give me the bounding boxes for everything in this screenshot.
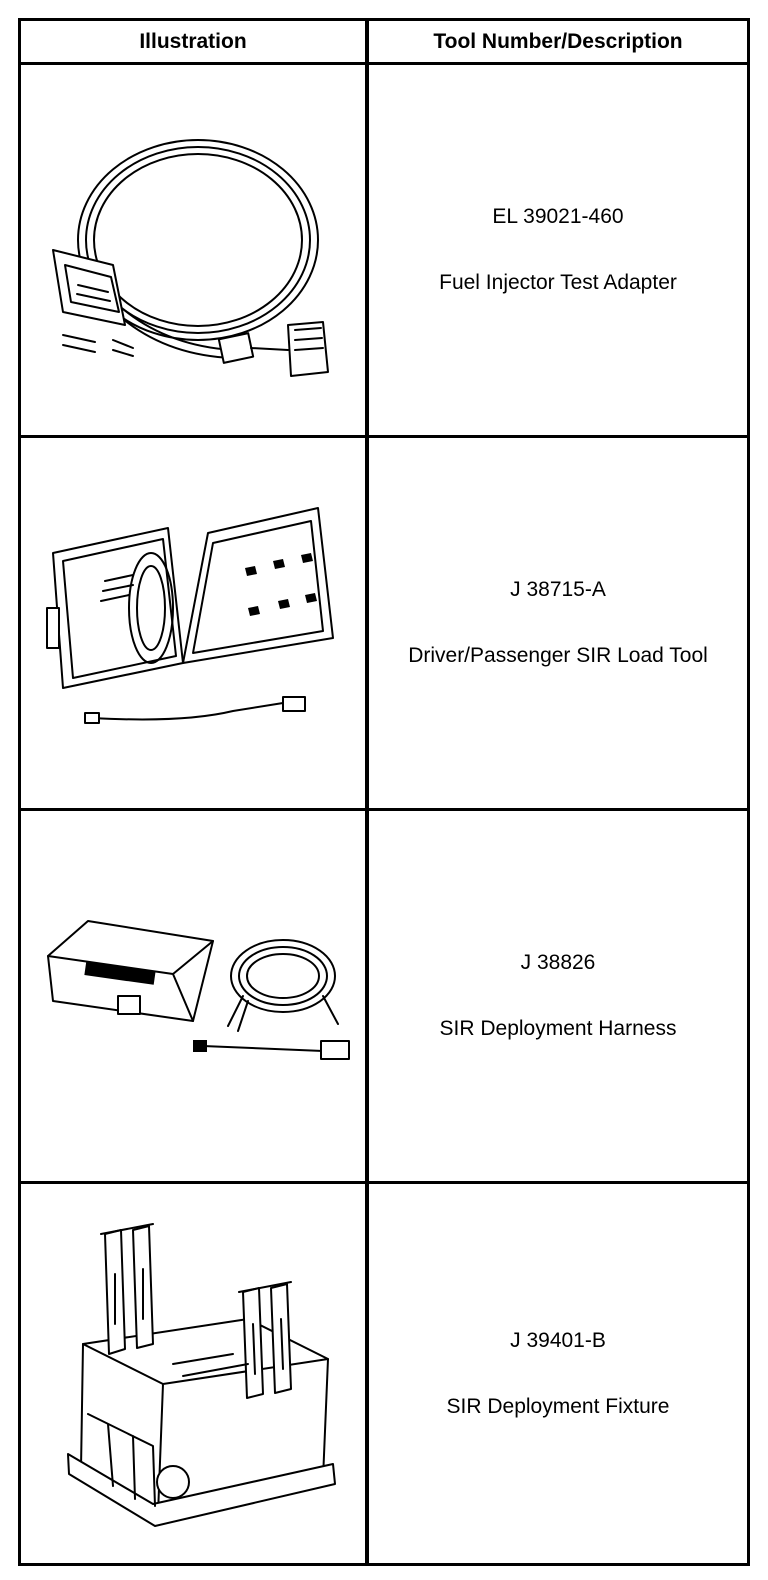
table-row: J 38826 SIR Deployment Harness <box>21 811 747 1184</box>
table-header: Illustration Tool Number/Description <box>21 21 747 65</box>
deployment-fixture-icon <box>21 1184 365 1563</box>
table-row: EL 39021-460 Fuel Injector Test Adapter <box>21 65 747 438</box>
description-cell: EL 39021-460 Fuel Injector Test Adapter <box>369 65 747 435</box>
case-tool-icon <box>21 438 365 808</box>
column-divider <box>365 21 369 1563</box>
header-illustration: Illustration <box>139 29 247 53</box>
description-cell: J 39401-B SIR Deployment Fixture <box>369 1184 747 1563</box>
tool-name: Fuel Injector Test Adapter <box>439 271 677 294</box>
harness-kit-icon <box>21 811 365 1181</box>
tool-table: Illustration Tool Number/Description <box>18 18 750 1566</box>
header-description: Tool Number/Description <box>433 29 683 53</box>
tool-number: J 38715-A <box>510 578 606 601</box>
tool-name: SIR Deployment Fixture <box>446 1394 670 1418</box>
tool-number: EL 39021-460 <box>492 205 624 228</box>
tool-name: Driver/Passenger SIR Load Tool <box>408 644 708 667</box>
cable-adapter-icon <box>21 65 365 435</box>
tool-number: J 39401-B <box>510 1328 606 1352</box>
description-cell: J 38826 SIR Deployment Harness <box>369 811 747 1181</box>
table-row: J 39401-B SIR Deployment Fixture <box>21 1184 747 1563</box>
table-row: J 38715-A Driver/Passenger SIR Load Tool <box>21 438 747 811</box>
tool-name: SIR Deployment Harness <box>439 1017 677 1040</box>
tool-number: J 38826 <box>520 951 596 974</box>
description-cell: J 38715-A Driver/Passenger SIR Load Tool <box>369 438 747 808</box>
